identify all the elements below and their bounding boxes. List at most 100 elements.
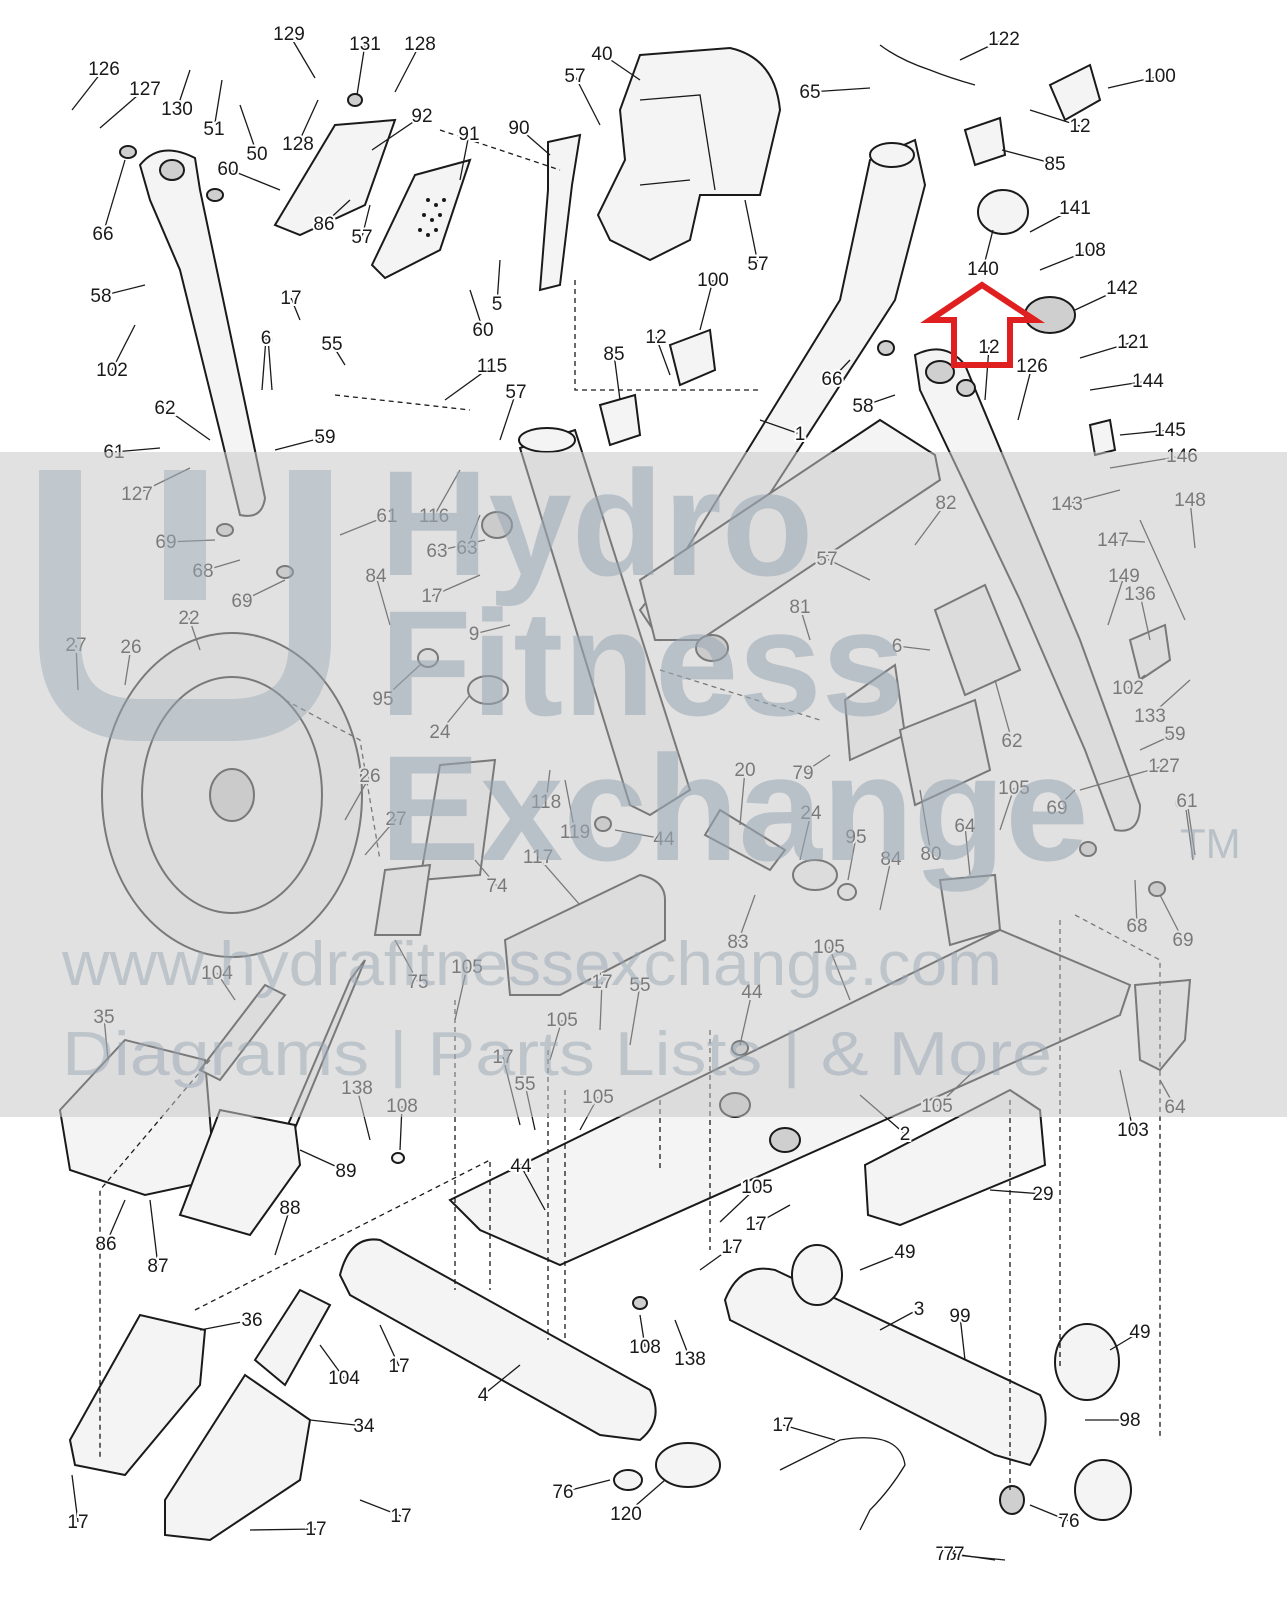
callout-number: 66 [92, 224, 113, 245]
shroud-34 [164, 1373, 312, 1542]
callout-leader [102, 159, 126, 235]
callout-number: 108 [629, 1337, 661, 1358]
callout-number: 49 [1129, 1322, 1150, 1343]
callout-leader [379, 1324, 400, 1367]
callout-leader [444, 365, 493, 401]
callout-leader [1089, 380, 1149, 391]
callout-number: 91 [458, 124, 479, 145]
callout-number: 103 [1117, 1120, 1149, 1141]
rear-stabilizer-3 [723, 1267, 1047, 1467]
callout-leader [274, 1207, 291, 1256]
callout-leader [984, 346, 990, 401]
callout-number: 87 [147, 1256, 168, 1277]
callout-number: 128 [404, 34, 436, 55]
callout-leader [1029, 109, 1081, 127]
callout-number: 138 [674, 1349, 706, 1370]
callout-leader [105, 1199, 126, 1245]
callout-leader [782, 1424, 836, 1441]
callout-leader [469, 289, 484, 331]
callout-number: 36 [241, 1310, 262, 1331]
callout-leader [639, 1314, 646, 1348]
callout-leader [879, 1308, 920, 1331]
callout-leader [176, 69, 191, 110]
callout-leader [496, 259, 501, 305]
callout-leader [989, 1189, 1044, 1195]
callout-leader [809, 87, 871, 93]
plate-104-lower [253, 1288, 332, 1387]
callout-number: 40 [591, 44, 612, 65]
callout-leader [953, 1553, 996, 1561]
callout-leader [249, 1528, 317, 1531]
callout-number: 12 [645, 327, 666, 348]
callout-number: 65 [799, 82, 820, 103]
callout-number: 127 [129, 79, 161, 100]
bracket-85-mid [598, 393, 642, 447]
end-cap-76-left [655, 1442, 721, 1488]
callout-leader [274, 436, 326, 451]
watermark: Hydro Fitness Exchange TM www.hydrafitne… [0, 439, 1287, 1117]
callout-number: 1 [795, 424, 806, 445]
pedal-plate-91 [370, 158, 472, 280]
callout-leader [499, 391, 517, 441]
wire-harness-122 [879, 44, 976, 86]
callout-number: 98 [1119, 1410, 1140, 1431]
callout-number: 17 [772, 1415, 793, 1436]
callout-leader [299, 1149, 347, 1172]
callout-number: 17 [745, 1214, 766, 1235]
watermark-line-1: Hydro [380, 439, 813, 607]
callout-number: 108 [1074, 240, 1106, 261]
callout-leader [113, 447, 161, 453]
callout-number: 85 [1044, 154, 1065, 175]
callout-leader [959, 38, 1005, 61]
callout-leader [982, 229, 994, 270]
callout-leader [755, 1204, 791, 1225]
callout-number: 104 [328, 1368, 360, 1389]
callout-leader [601, 53, 641, 81]
wheel-49-upper [791, 1244, 843, 1306]
watermark-line-2: Fitness [380, 579, 905, 747]
watermark-logo-mark [39, 470, 331, 741]
callout-number: 3 [914, 1299, 925, 1320]
callout-leader [574, 75, 601, 126]
pedal-arm-90 [538, 133, 582, 292]
callout-number: 62 [154, 398, 175, 419]
callout-number: 59 [314, 427, 335, 448]
console-shroud-40 [596, 46, 782, 262]
callout-number: 142 [1106, 278, 1138, 299]
callout-leader [699, 1246, 733, 1271]
callout-leader [261, 337, 267, 391]
callout-number: 130 [161, 99, 193, 120]
callout-number: 49 [894, 1242, 915, 1263]
callout-leader [859, 1251, 906, 1271]
callout-leader [719, 1186, 758, 1223]
callout-leader [267, 337, 273, 391]
callout-number: 66 [821, 369, 842, 390]
pedal-plate-92 [273, 118, 397, 237]
callout-leader [361, 204, 371, 238]
callout-leader [744, 199, 759, 265]
callout-leader [227, 168, 281, 191]
wheel-49 [1054, 1323, 1120, 1401]
callout-leader [356, 43, 366, 96]
callout-leader [655, 336, 671, 376]
foot-rail-4 [338, 1238, 657, 1442]
callout-leader [371, 115, 423, 151]
leveler-78 [613, 1469, 643, 1491]
callout-leader [1074, 287, 1123, 311]
callout-leader [71, 68, 105, 111]
callout-number: 44 [510, 1156, 532, 1177]
leveler-77 [999, 1485, 1025, 1515]
callout-number: 144 [1132, 371, 1164, 392]
callout-leader [394, 43, 421, 93]
callout-leader [518, 127, 551, 156]
callout-number: 60 [217, 159, 238, 180]
callout-leader [288, 33, 316, 79]
callout-leader [459, 133, 470, 181]
callout-number: 86 [313, 214, 334, 235]
callout-number: 99 [949, 1306, 970, 1327]
callout-number: 17 [390, 1506, 411, 1527]
callout-number: 77 [943, 1544, 964, 1565]
callout-number: 29 [1032, 1184, 1053, 1205]
callout-leader [699, 279, 714, 331]
